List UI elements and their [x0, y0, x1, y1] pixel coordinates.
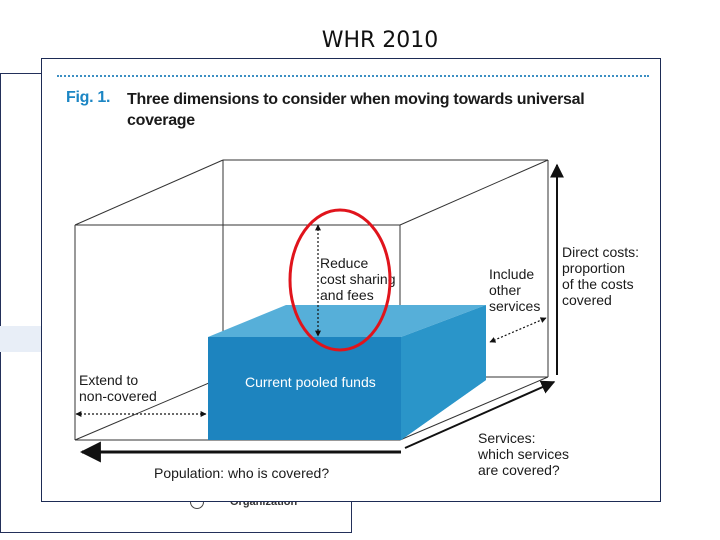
- box-front-face: [208, 337, 401, 440]
- extend-coverage-label: Extend to non-covered: [79, 372, 157, 404]
- current-pooled-funds-box: Current pooled funds: [208, 305, 486, 440]
- slide-title: WHR 2010: [321, 28, 439, 53]
- include-services-label: Include other services: [489, 266, 540, 314]
- box-top-face: [208, 305, 486, 337]
- reduce-cost-label: Reduce cost sharing and fees: [320, 255, 399, 303]
- figure-number: Fig. 1.: [66, 89, 111, 106]
- box-label: Current pooled funds: [245, 374, 376, 390]
- services-axis-arrow: [404, 380, 556, 449]
- figure-title: Three dimensions to consider when moving…: [127, 91, 585, 129]
- background-slide-band: [0, 326, 42, 352]
- highlight-ellipse: [288, 208, 392, 352]
- include-services-arrow: [489, 317, 547, 343]
- services-axis-label: Services: which services are covered?: [477, 430, 573, 478]
- direct-costs-label: Direct costs: proportion of the costs co…: [562, 244, 643, 308]
- box-side-face: [401, 305, 486, 440]
- dotted-rule: [57, 75, 649, 77]
- arrows: [75, 163, 564, 463]
- population-axis-label: Population: who is covered?: [154, 465, 329, 481]
